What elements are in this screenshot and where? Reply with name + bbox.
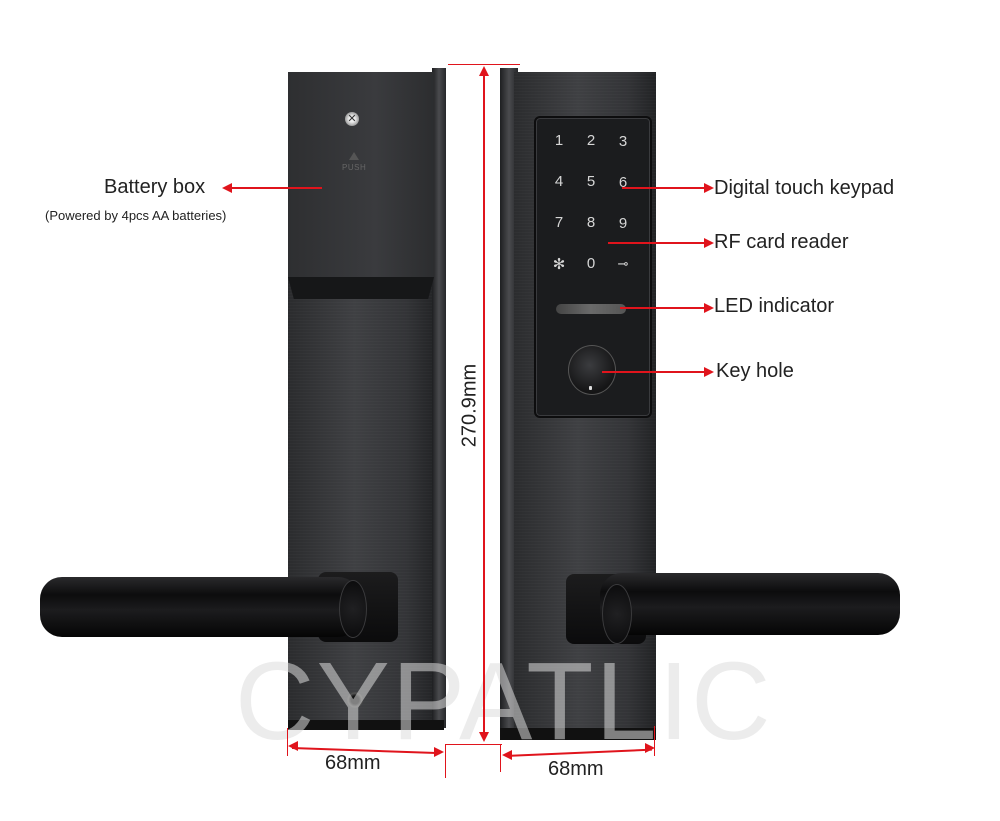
leader-line-keypad (622, 187, 706, 189)
push-label: PUSH (342, 163, 367, 172)
front-handle-end-cap (602, 584, 632, 644)
key-lock-icon[interactable]: ⊸ (617, 256, 629, 271)
key-9[interactable]: 9 (618, 215, 628, 232)
led-indicator-bar (556, 304, 626, 314)
key-8[interactable]: 8 (586, 214, 596, 231)
label-left-width: 68mm (325, 752, 381, 774)
arrow-left-icon (502, 750, 512, 760)
dimension-tick-left-b (445, 744, 446, 778)
arrow-right-icon (704, 303, 714, 313)
label-battery-note: (Powered by 4pcs AA batteries) (45, 208, 227, 223)
leader-line-keyhole (602, 371, 706, 373)
key-0[interactable]: 0 (586, 255, 596, 272)
key-1[interactable]: 1 (554, 132, 564, 149)
key-star[interactable]: ✻ (552, 256, 566, 273)
dimension-tick-bottom (446, 744, 502, 745)
label-battery-box: Battery box (104, 176, 206, 198)
arrow-left-icon (288, 741, 298, 751)
dimension-tick-right-a (500, 744, 501, 772)
dimension-tick-left-a (287, 728, 288, 756)
key-6[interactable]: 6 (618, 174, 628, 191)
dimension-tick-top (448, 64, 520, 65)
battery-cover[interactable] (288, 72, 434, 277)
key-cylinder[interactable] (568, 345, 616, 395)
arrow-down-icon (479, 732, 489, 742)
arrow-right-icon (704, 367, 714, 377)
keyhole-slot-icon (589, 386, 592, 390)
label-height-dimension: 270.9mm (458, 363, 481, 448)
leader-line-led (620, 307, 706, 309)
label-rf-card-reader: RF card reader (714, 231, 849, 253)
arrow-right-icon (645, 743, 655, 753)
key-7[interactable]: 7 (554, 214, 564, 231)
label-right-width: 68mm (548, 758, 604, 780)
arrow-right-icon (434, 747, 444, 757)
key-4[interactable]: 4 (554, 173, 564, 190)
key-2[interactable]: 2 (586, 132, 596, 149)
back-lock-side-edge (432, 68, 446, 728)
key-5[interactable]: 5 (586, 173, 596, 190)
front-lock-side-edge (500, 68, 518, 740)
battery-cover-lip (288, 277, 434, 299)
dimension-tick-right-b (654, 726, 655, 756)
label-digital-keypad: Digital touch keypad (714, 177, 895, 199)
front-lock-bottom-edge (500, 728, 656, 740)
label-led-indicator: LED indicator (714, 295, 835, 317)
arrow-right-icon (704, 183, 714, 193)
back-lock-bottom-edge (288, 720, 444, 730)
brand-watermark: CYPATLIC (235, 640, 773, 763)
leader-line-rf (608, 242, 706, 244)
arrow-right-icon (704, 238, 714, 248)
emergency-power-port (347, 692, 363, 708)
back-lever-handle[interactable] (40, 577, 360, 637)
label-key-hole: Key hole (716, 360, 794, 382)
front-lever-handle[interactable] (600, 573, 900, 635)
screw-icon: ✕ (345, 112, 359, 126)
leader-line-battery (230, 187, 322, 189)
key-3[interactable]: 3 (618, 133, 628, 150)
push-arrow-icon (349, 152, 359, 160)
arrow-up-icon (479, 66, 489, 76)
back-handle-end-cap (339, 580, 367, 638)
arrow-left-icon (222, 183, 232, 193)
dimension-line-height (483, 70, 485, 734)
